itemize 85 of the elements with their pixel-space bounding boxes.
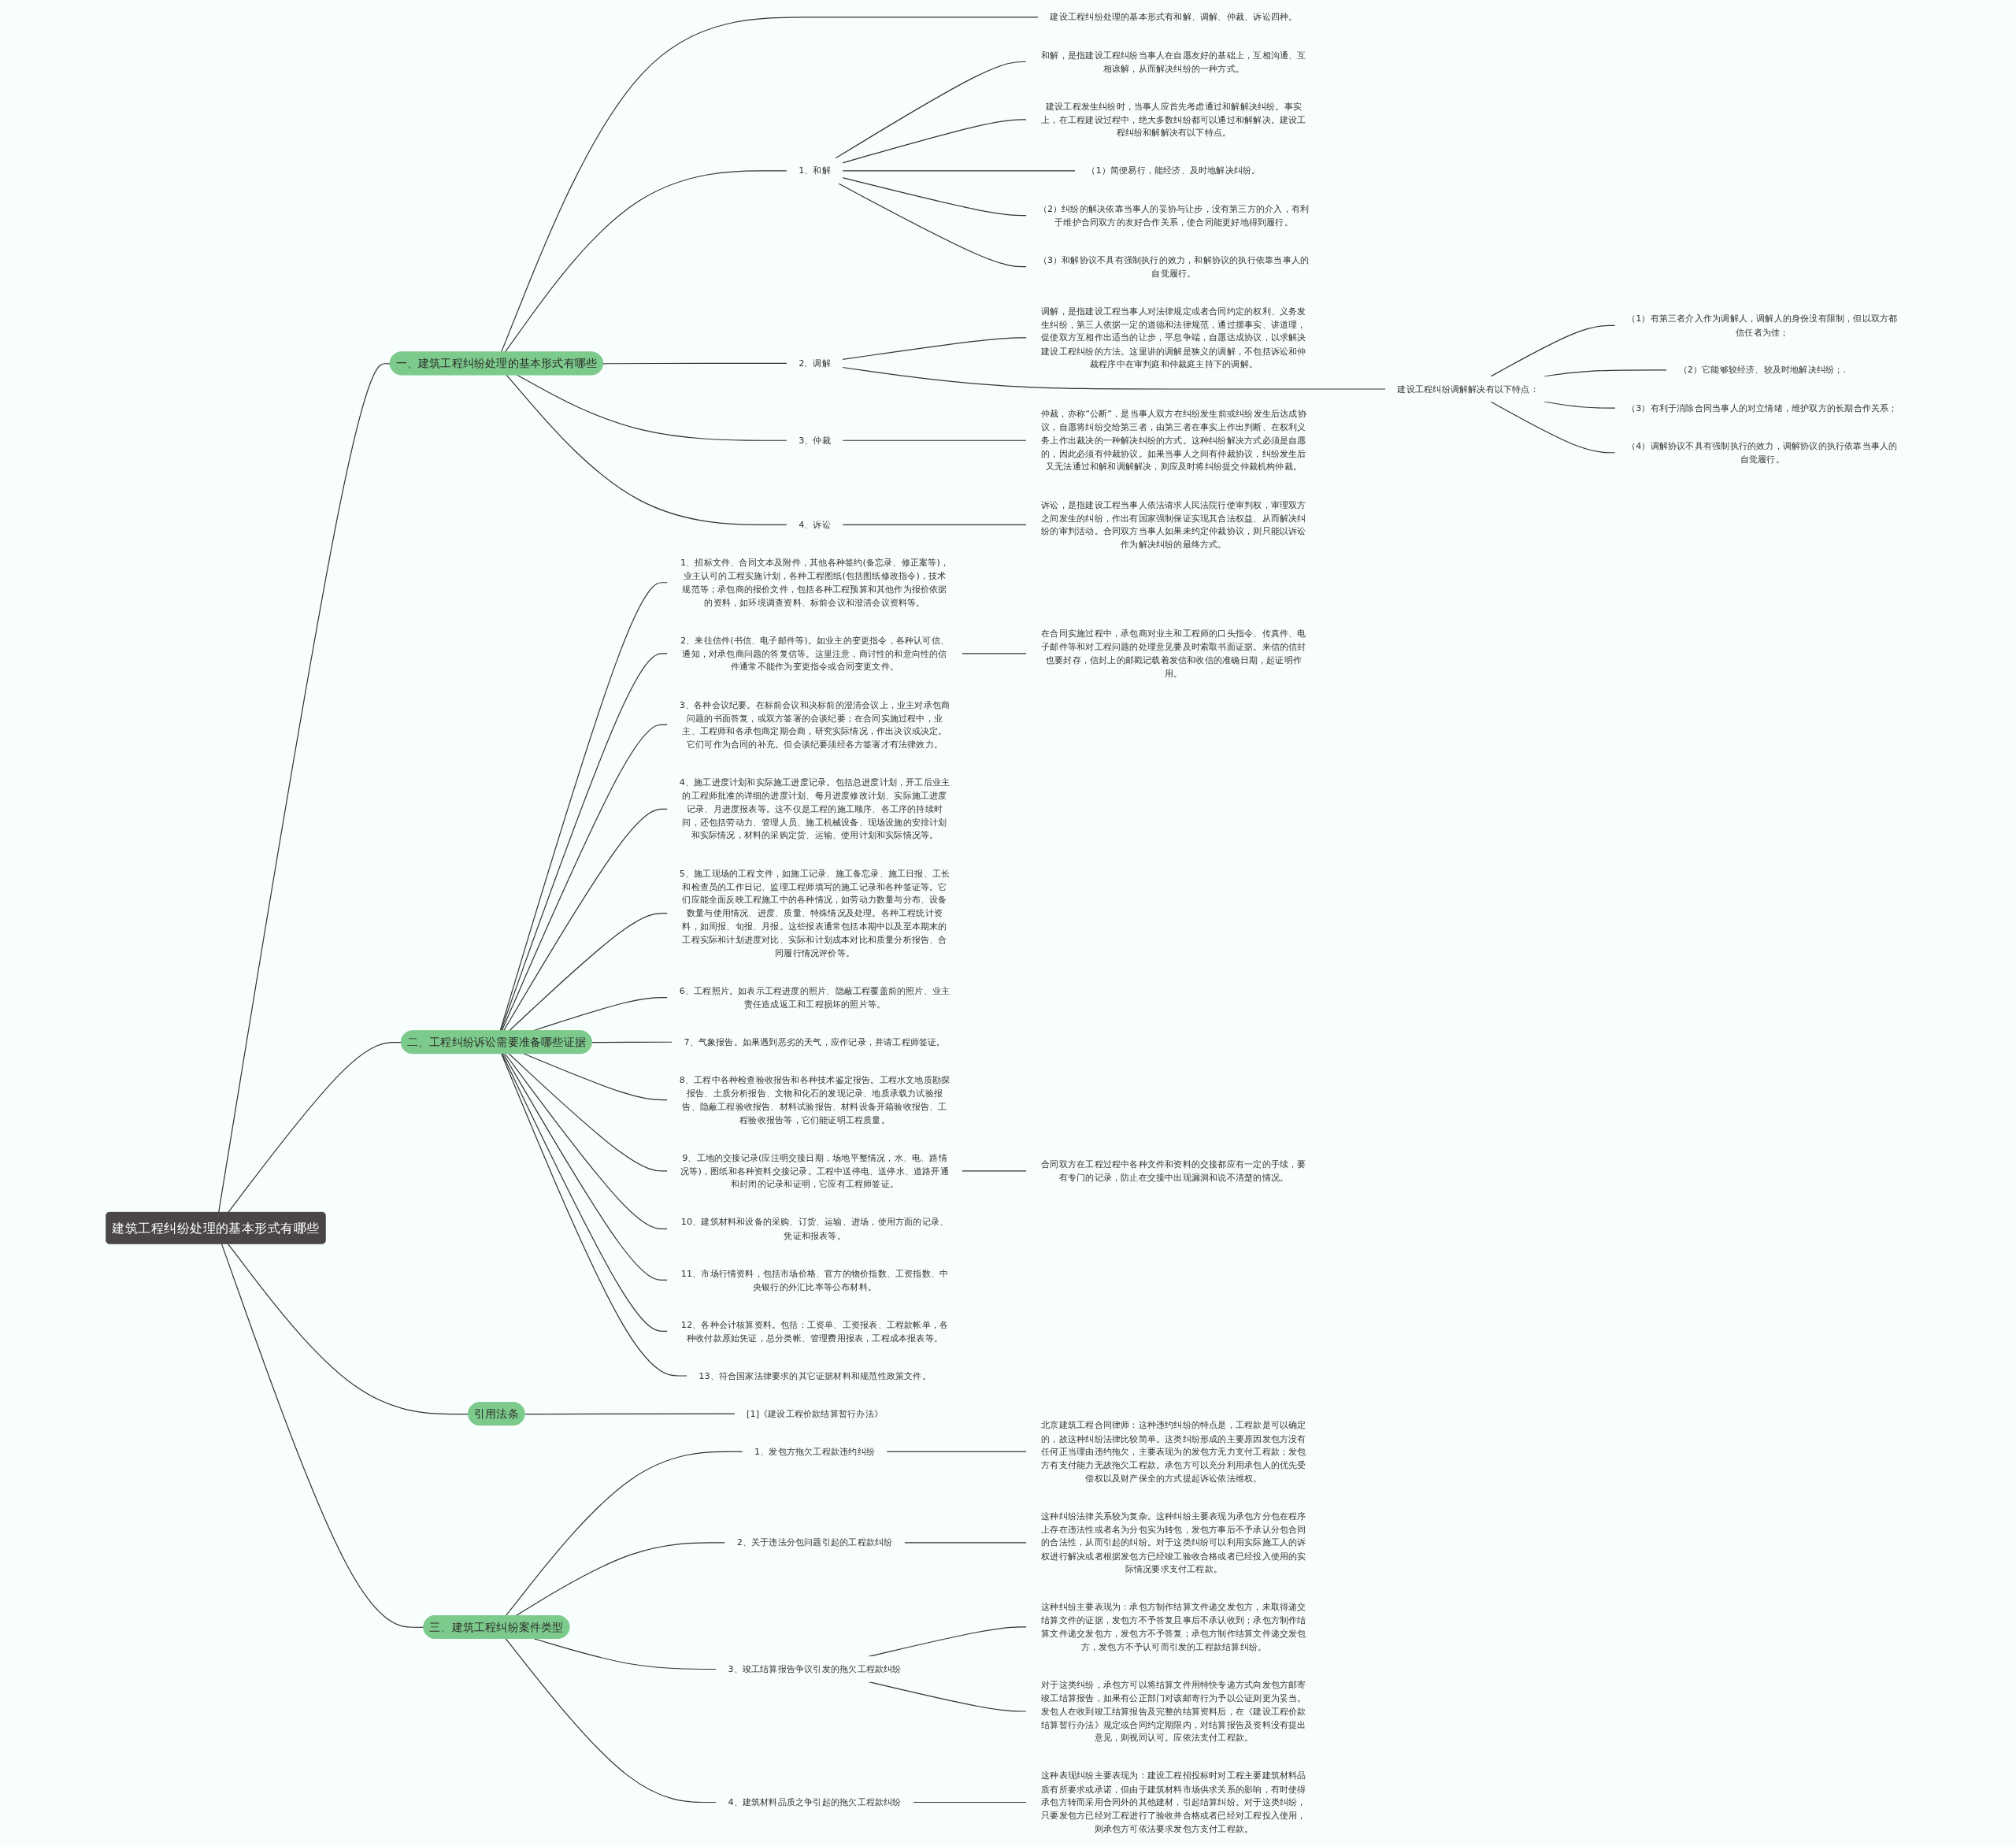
connector	[500, 653, 669, 1032]
node-text: 合同双方在工程过程中各种文件和资料的交接都应有一定的手续，要有专门的记录，防止在交接中出现漏洞和说不清楚的情况。	[1041, 1158, 1306, 1183]
node-text: 仲裁，亦称“公断”，是当事人双方在纠纷发生前或纠纷发生后达成协议，自愿将纠纷交给第三者，由第三者在事实上作出判断、在权利义务上作出裁决的一种解决纠纷的方式。这种纠纷解决方式必须是自愿的，因此必须有仲裁协议。如果当事人之间有仲裁协议，纠纷发生后又无法通过和解和调解解决，则应及时将纠纷提交仲裁机构仲裁。	[1041, 408, 1306, 473]
connector	[1490, 401, 1616, 454]
node-text: 10、建筑材料和设备的采购、订货、运输、进场，使用方面的记录、凭证和报表等。	[681, 1217, 949, 1241]
node-text: 4、施工进度计划和实际施工进度记录。包括总进度计划，开工后业主的工程师批准的详细的进度计划、每月进度修改计划、实际施工进度记录、月进度报表等。这不仅是工程的施工顺序、各工序的持续时间，还包括劳动力、管理人员、施工机械设备、现场设施的安排计划和实际情况，材料的采购定货、运输、使用计划和实际情况等。	[679, 777, 951, 841]
node-text: 在合同实施过程中，承包商对业主和工程师的口头指令、传真件、电子邮件等和对工程问题的处理意见要及时索取书面证据。来信的信封也要封存，信封上的邮戳记载着发信和收信的准确日期，起证明作用。	[1041, 628, 1306, 679]
node-text: 8、工程中各种检查验收报告和各种技术鉴定报告。工程水文地质勘探报告、土质分析报告、文物和化石的发现记录、地质承载力试验报告、隐蔽工程验收报告、材料试验报告、材料设备开箱验收报告、工程验收报告等，它们能证明工程质量。	[679, 1074, 951, 1125]
node-text: 对于这类纠纷，承包方可以将结算文件用特快专递方式向发包方邮寄竣工结算报告，如果有公正部门对该邮寄行为予以公证则更为妥当。发包人在收到竣工结算报告及完整的结算资料后，在《建设工程价款结算暂行办法》规定或合同约定期限内，对结算报告及资料没有提出意见，则视同认可。应依法支付工程款。	[1041, 1679, 1306, 1744]
connector	[502, 808, 669, 1032]
connector	[961, 653, 1028, 654]
node-text: 建设工程发生纠纷时，当事人应首先考虑通过和解解决纠纷。事实上，在工程建设过程中，绝大多数纠纷都可以通过和解解决。建设工程纠纷和解解决有以下特点。	[1041, 101, 1306, 139]
connector	[505, 1638, 717, 1803]
node-text: 北京建筑工程合同律师：这种违约纠纷的特点是，工程款是可以确定的，故这种纠纷法律比较简单。这类纠纷形成的主要原因发包方没有任何正当理由违约拖欠，主要表现为的发包方无力支付工程款；发包方有支付能力无故拖欠工程款。承包方可以充分利用承包人的优先受偿权以及财产保全的方式提起诉讼依法维权。	[1041, 1419, 1306, 1484]
connector	[517, 374, 788, 441]
node-text: 1、招标文件、合同文本及附件，其他各种签约(备忘录、修正案等)，业主认可的工程实施计划，各种工程图纸(包括图纸修改指令)，技术规范等；承包商的报价文件，包括各种工程预算和其他作为报价依据的资料，如环境调查资料、标前会议和澄清会议资料等。	[680, 557, 950, 608]
connector	[218, 363, 391, 1214]
connector	[501, 1053, 688, 1377]
connector	[506, 374, 788, 525]
node-text: 11、市场行情资料，包括市场价格、官方的物价指数、工资指数、中央银行的外汇比率等公布材料。	[681, 1268, 949, 1292]
node-text: 诉讼，是指建设工程当事人依法请求人民法院行使审判权，审理双方之间发生的纠纷，作出有国家强制保证实现其合法权益、从而解决纠纷的审判活动。合同双方当事人如果未约定仲裁协议，则只能以诉讼作为解决纠纷的最终方式。	[1041, 499, 1306, 550]
node-text: 这种表现纠纷主要表现为：建设工程招投标时对工程主要建筑材料品质有所要求或承诺，但由于建筑材料市场供求关系的影响，有时使得承包方转而采用合同外的其他建材，引起结算纠纷。对于这类纠纷，只要发包方已经对工程进行了验收并合格或者已经对工程投入使用，则承包方可依法要求发包方支付工程款。	[1041, 1770, 1306, 1834]
connector	[842, 177, 1028, 217]
node-text: 调解，是指建设工程当事人对法律规定或者合同约定的权利、义务发生纠纷，第三人依据一定的道德和法律规范，通过摆事实、讲道理，促使双方互相作出适当的让步，平息争端，自愿达成协议，以求解决建设工程纠纷的方法。这里讲的调解是狭义的调解，不包括诉讼和仲裁程序中在审判庭和仲裁庭主持下的调解。	[1041, 306, 1306, 369]
connector	[504, 170, 788, 353]
connector	[886, 1451, 1028, 1452]
node-text: 1、和解	[799, 165, 832, 176]
connector	[515, 1542, 726, 1617]
connector	[505, 1451, 743, 1617]
node-text: 12、各种会计核算资料。包括：工资单、工资报表、工程款帐单，各种收付款原始凭证，总分类帐、管理费用报表，工程成本报表等。	[681, 1319, 949, 1344]
connector	[228, 1243, 469, 1415]
connector	[505, 1053, 669, 1229]
connector	[228, 1041, 402, 1214]
node-text: 5、施工现场的工程文件，如施工记录、施工备忘录、施工日报、工长和检查员的工作日记、监理工程师填写的施工记录和各种签证等。它们应能全面反映工程施工中的各种情况，如劳动力数量与分布、设备数量与使用情况、进度、质量、特殊情况及处理。各种工程统计资料，如周报、旬报、月报。这些报表通常包括本期中以及至本期末的工程实际和计划进度对比、实际和计划成本对比和质量分析报告、合同履行情况评价等。	[679, 868, 951, 958]
node-text: （2）纠纷的解决依靠当事人的妥协与让步，没有第三方的介入，有利于维护合同双方的友好合作关系，使合同能更好地得到履行。	[1038, 203, 1310, 228]
node-text: 3、竣工结算报告争议引发的拖欠工程款纠纷	[728, 1663, 902, 1675]
node-text: 建设工程纠纷调解解决有以下特点：	[1397, 384, 1539, 395]
node-text: （3）有利于消除合同当事人的对立情绪，维护双方的长期合作关系；	[1627, 402, 1898, 413]
node-text: 这种纠纷法律关系较为复杂。这种纠纷主要表现为承包方分包在程序上存在违法性或者名为分包实为转包，发包方事后不予承认分包合同的合法性，从而引起的纠纷。对于这类纠纷可以利用实际施工人的诉权进行解决或者根据发包方已经竣工验收合格或者已经投入使用的实际情况要求支付工程款。	[1041, 1511, 1306, 1575]
connector	[508, 1053, 669, 1172]
connector	[842, 524, 1028, 525]
node-text: 9、工地的交接记录(应注明交接日期，场地平整情况，水、电、路情况等)，图纸和各种资料交接记录。工程中送停电、送停水、道路开通和封闭的记录和证明，它应有工程师签证。	[680, 1152, 950, 1190]
node-text: 1、发包方拖欠工程款违约纠纷	[754, 1446, 876, 1457]
connector	[524, 1413, 736, 1415]
connector	[501, 724, 669, 1032]
node-text: （4）调解协议不具有强制执行的效力，调解协议的执行依靠当事人的自觉履行。	[1627, 440, 1898, 465]
connector	[501, 17, 1040, 353]
node-text: （2）它能够较经济、较及时地解决纠纷；.	[1678, 365, 1847, 376]
node-text: 3、各种会议纪要。在标前会议和决标前的澄清会议上，业主对承包商问题的书面答复，或双方签署的会谈纪要；在合同实施过程中，业主、工程师和各承包商定期会商，研究实际情况，作出决议或决定。它们可作为合同的补充。但会谈纪要须经各方签署才有法律效力。	[679, 699, 951, 750]
connector	[961, 1170, 1028, 1172]
connector	[508, 912, 669, 1032]
connector	[602, 362, 788, 365]
connector	[502, 1053, 669, 1281]
node-text: 13、符合国家法律要求的其它证据材料和规范性政策文件。	[699, 1370, 931, 1381]
connector	[913, 1801, 1028, 1803]
node-text: 2、关于违法分包问题引起的工程款纠纷	[736, 1536, 893, 1548]
connector	[837, 183, 1028, 268]
connector	[842, 439, 1028, 441]
connector	[523, 1053, 669, 1101]
node-text: 2、调解	[799, 358, 832, 369]
connector	[842, 337, 1028, 360]
connector	[842, 119, 1028, 164]
node-text: 3、仲裁	[799, 435, 832, 446]
connector	[842, 170, 1077, 172]
connector	[835, 61, 1028, 159]
connector	[533, 1638, 717, 1670]
node-text: [1]《建设工程价款结算暂行办法》	[747, 1408, 884, 1419]
node-text: 2、来往信件(书信、电子邮件等)。如业主的变更指令，各种认可信、通知，对承包商问题的答复信等。这里注意，商讨性的和意向性的信件通常不能作为变更指令或合同变更文件。	[680, 635, 950, 673]
connector	[220, 1243, 424, 1628]
node-text: 6、工程照片。如表示工程进度的照片、隐蔽工程覆盖前的照片、业主责任造成返工和工程损坏的照片等。	[679, 985, 951, 1010]
node-text: （3）和解协议不具有强制执行的效力，和解协议的执行依靠当事人的自觉履行。	[1038, 254, 1310, 279]
node-text: 4、建筑材料品质之争引起的拖欠工程款纠纷	[728, 1796, 902, 1808]
node-text: 4、诉讼	[799, 519, 832, 530]
connector	[903, 1542, 1028, 1544]
node-text: （1）简便易行，能经济、及时地解决纠纷。	[1087, 165, 1261, 176]
node-text: （1）有第三者介入作为调解人，调解人的身份没有限制，但以双方都信任者为佳；	[1627, 313, 1898, 338]
connector	[591, 1041, 673, 1043]
node-text: 这种纠纷主要表现为：承包方制作结算文件递交发包方，未取得递交结算文件的证据，发包方不予答复且事后不承认收到；承包方制作结算文件递交发包方，发包方不予答复；承包方制作结算文件递交发包方，发包方不予认可而引发的工程款结算纠纷。	[1041, 1601, 1306, 1652]
connector	[842, 366, 1387, 390]
node-text: 7、气象报告。如果遇到恶劣的天气，应作记录，并请工程师签证。	[684, 1036, 946, 1047]
connector	[1490, 324, 1616, 377]
node-text: 和解，是指建设工程纠纷当事人在自愿友好的基础上，互相沟通、互相谅解，从而解决纠纷的一种方式。	[1041, 50, 1306, 74]
connector	[499, 582, 669, 1032]
node-text: 建设工程纠纷处理的基本形式有和解、调解、仲裁、诉讼四种。	[1050, 11, 1298, 23]
connector	[502, 1053, 669, 1332]
